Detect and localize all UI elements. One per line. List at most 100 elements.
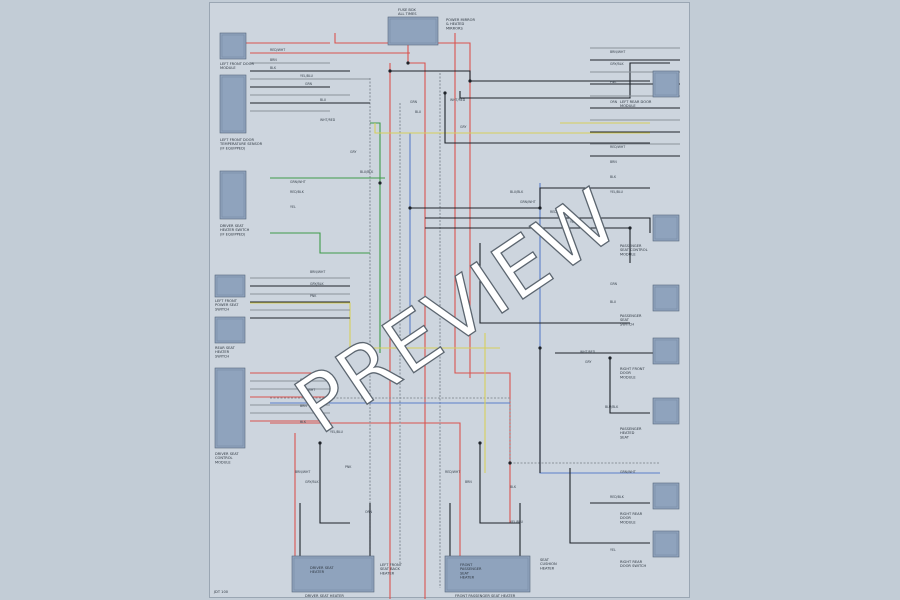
wire-label-37: BLU	[610, 300, 617, 304]
wire-label-21: BLU	[415, 110, 422, 114]
interior2-label-line-1: HEATER	[215, 350, 230, 354]
right-rear-door-switch-inner	[654, 532, 678, 556]
wire-label-42: RED/BLK	[610, 495, 625, 499]
wire-label-28: BRN/WHT	[610, 50, 625, 54]
wire-label-27: YEL	[570, 220, 576, 224]
splice-dot-12	[508, 461, 512, 465]
wire-black-4	[410, 187, 650, 209]
wire-label-46: PNK	[345, 465, 352, 469]
wire-label-11: YEL	[290, 205, 296, 209]
wire-layer	[240, 17, 680, 599]
bottom-right-label-line-3: HEATER	[460, 576, 475, 580]
bottom-mid-label-line-1: SEAT BACK	[380, 567, 400, 571]
wire-label-51: YEL/BLU	[510, 520, 524, 524]
ldm-left2-label-line-2: (IF EQUIPPED)	[220, 146, 246, 150]
bottom-right-label-line-2: SEAT	[460, 571, 470, 575]
wire-label-43: YEL	[610, 548, 616, 552]
wire-label-2: BLK	[270, 66, 277, 70]
driver-seat-heater	[291, 555, 375, 593]
fuse-label-line-2: MIRRORS	[446, 26, 463, 30]
left-front-door-module	[219, 32, 247, 60]
bottom-right2-label-line-0: SEAT	[540, 558, 550, 562]
driver-seat-heater-switch-inner	[221, 172, 245, 218]
wire-label-49: BRN	[465, 480, 472, 484]
driver-seat-control-module	[214, 367, 246, 449]
wire-label-22: WHT/RED	[450, 98, 466, 102]
wire-label-4: GRN	[305, 82, 313, 86]
splice-dot-7	[628, 226, 632, 230]
passenger-seat-control-module	[652, 214, 680, 242]
wire-red-4	[454, 33, 511, 523]
driver-seat-heater-switch	[219, 170, 247, 220]
wire-label-31: ORN	[610, 100, 618, 104]
wire-label-20: GRN	[410, 100, 418, 104]
splice-dot-1	[388, 69, 392, 73]
interior-label-line-2: SWITCH	[215, 307, 229, 311]
left-door-temp-sensor	[219, 74, 247, 134]
passenger-seat-control-module-inner	[654, 216, 678, 240]
right-rear-door-module-label-line-0: RIGHT REAR	[620, 512, 643, 516]
passenger-heated-seat-label-line-2: SEAT	[620, 435, 630, 439]
right-front-door-module	[652, 337, 680, 365]
passenger-heated-seat-label-line-1: HEATED	[620, 431, 635, 435]
passenger-heated-seat	[652, 397, 680, 425]
ldm-left-label-line-1: MODULE	[220, 66, 236, 70]
interior2-label-line-0: REAR SEAT	[215, 346, 236, 350]
wire-label-9: GRN/WHT	[290, 180, 306, 184]
left-rear-door-module	[652, 70, 680, 98]
fuse-box	[387, 16, 439, 46]
wire-label-30: PNK	[610, 80, 617, 84]
rear-seat-heater-switch-inner	[216, 318, 244, 342]
passenger-seat-control-module-label-line-0: PASSENGER	[620, 244, 642, 248]
passenger-seat-switch	[652, 284, 680, 312]
passenger-heated-seat-inner	[654, 399, 678, 423]
right-rear-door-module	[652, 482, 680, 510]
wire-label-1: BRN	[270, 58, 277, 62]
wire-gray-4	[270, 397, 511, 463]
wire-label-19: YEL/BLU	[330, 430, 344, 434]
wire-label-35: YEL/BLU	[610, 190, 624, 194]
wire-label-38: WHT/RED	[580, 350, 596, 354]
splice-dot-0	[406, 61, 410, 65]
front-passenger-seat-heater-inner	[446, 557, 529, 591]
fuse-box-label-line-0: FUSE BOX	[398, 8, 416, 12]
wire-yellow-2	[374, 123, 650, 134]
interior-label-line-1: POWER SEAT	[215, 303, 239, 307]
wire-label-45: GRY/BLK	[305, 480, 319, 484]
wire-label-7: GRY	[350, 150, 356, 154]
right-rear-door-module-label-line-1: DOOR	[620, 516, 631, 520]
wire-label-13: GRY/BLK	[310, 282, 324, 286]
wire-label-36: GRN	[610, 282, 618, 286]
left-rear-door-module-label-line-1: MODULE	[620, 104, 636, 108]
splice-dot-9	[608, 356, 612, 360]
splice-dot-3	[468, 79, 472, 83]
rear-seat-heater-switch	[214, 316, 246, 344]
splice-dot-5	[408, 206, 412, 210]
left-front-door-module-inner	[221, 34, 245, 58]
bcm-label-line-1: CONTROL	[215, 456, 233, 460]
wire-black-7	[479, 243, 630, 324]
front-passenger-seat-heater	[444, 555, 531, 593]
ldm-left-label-line-0: LEFT FRONT DOOR	[220, 62, 254, 66]
right-front-door-module-label-line-1: DOOR	[620, 371, 631, 375]
left-front-power-seat-switch-inner	[216, 276, 244, 296]
wire-label-8: BLU/BLK	[360, 170, 374, 174]
ldm-switch-label-line-2: (IF EQUIPPED)	[220, 232, 246, 236]
wire-label-29: GRY/BLK	[610, 62, 624, 66]
right-front-door-module-label-line-2: MODULE	[620, 375, 636, 379]
fuse-label-line-0: POWER MIRROR	[446, 18, 475, 22]
wire-label-5: BLU	[320, 98, 327, 102]
wire-red-low	[270, 422, 461, 563]
wire-green-2	[270, 232, 370, 254]
wire-label-14: PNK	[310, 294, 317, 298]
wire-label-15: ORN	[300, 378, 308, 382]
bottom-left-label-line-1: HEATER	[310, 570, 325, 574]
left-door-temp-sensor-inner	[221, 76, 245, 132]
splice-dot-10	[318, 441, 322, 445]
splice-dot-4	[378, 181, 382, 185]
wire-label-47: ORN	[365, 510, 373, 514]
wire-label-10: RED/BLK	[290, 190, 305, 194]
bottom-right2-label-line-1: CUSHION	[540, 562, 557, 566]
right-rear-door-switch-label-line-1: DOOR SWITCH	[620, 564, 646, 568]
